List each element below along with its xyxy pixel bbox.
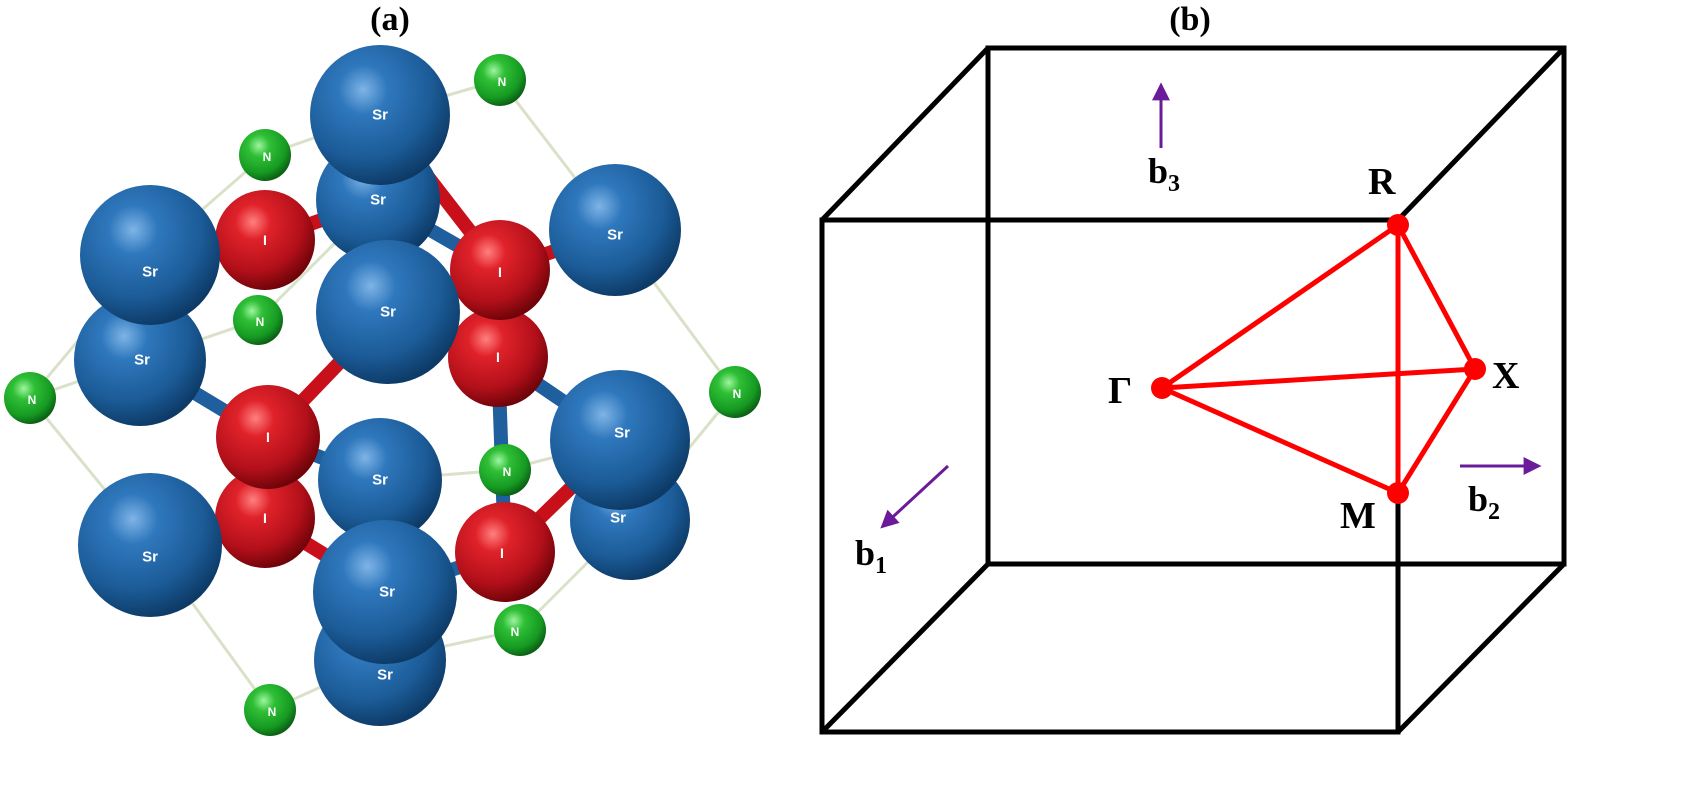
svg-text:N: N — [263, 150, 272, 164]
atom-sr: Sr — [80, 185, 220, 325]
atom-sr: Sr — [550, 370, 690, 510]
svg-text:N: N — [268, 705, 277, 719]
b1-arrow — [880, 464, 950, 529]
svg-text:Sr: Sr — [142, 264, 158, 281]
atom-n: N — [244, 684, 296, 736]
b1-label: b1 — [855, 533, 887, 579]
svg-text:I: I — [263, 232, 267, 248]
svg-text:Sr: Sr — [142, 549, 158, 566]
atom-i: I — [215, 468, 315, 568]
svg-text:Sr: Sr — [379, 584, 395, 601]
atom-n: N — [479, 444, 531, 496]
atom-i: I — [448, 307, 548, 407]
svg-text:N: N — [733, 387, 742, 401]
atom-i: I — [450, 220, 550, 320]
svg-text:Sr: Sr — [607, 227, 623, 244]
svg-text:I: I — [496, 349, 500, 365]
brillouin-zone: Γ R X M b3 b2 b1 — [819, 45, 1567, 735]
svg-text:I: I — [266, 429, 270, 445]
zone-cube — [819, 45, 1567, 735]
x-label: X — [1492, 355, 1519, 397]
atom-sr: Sr — [549, 164, 681, 296]
r-label: R — [1368, 161, 1396, 203]
svg-text:Sr: Sr — [134, 352, 150, 369]
svg-text:I: I — [263, 510, 267, 526]
symmetry-points — [1151, 214, 1486, 504]
svg-text:N: N — [28, 393, 37, 407]
svg-text:N: N — [256, 315, 265, 329]
atom-n: N — [233, 295, 283, 345]
svg-text:N: N — [511, 625, 520, 639]
atom-n: N — [474, 54, 526, 106]
svg-text:Sr: Sr — [380, 304, 396, 321]
svg-text:N: N — [503, 465, 512, 479]
b3-label: b3 — [1148, 151, 1180, 197]
svg-text:I: I — [500, 545, 504, 561]
svg-text:Sr: Sr — [370, 192, 386, 209]
m-label: M — [1340, 495, 1376, 537]
atom-sr: Sr — [310, 45, 450, 185]
panel-b-label: (b) — [1169, 1, 1211, 38]
b2-label: b2 — [1468, 479, 1500, 525]
atom-n: N — [239, 129, 291, 181]
atom-i: I — [216, 385, 320, 489]
high-symmetry-path — [1160, 222, 1478, 496]
svg-text:Sr: Sr — [614, 425, 630, 442]
svg-text:Sr: Sr — [372, 107, 388, 124]
svg-text:N: N — [498, 75, 507, 89]
svg-text:Sr: Sr — [377, 667, 393, 684]
atom-n: N — [494, 604, 546, 656]
atom-sr: Sr — [316, 240, 460, 384]
atom-sr: Sr — [78, 473, 222, 617]
atom-i: I — [455, 502, 555, 602]
atom-sr: Sr — [313, 520, 457, 664]
svg-text:Sr: Sr — [610, 510, 626, 527]
gamma-label: Γ — [1108, 370, 1132, 412]
atom-i: I — [215, 190, 315, 290]
atom-n: N — [709, 366, 761, 418]
reciprocal-vectors — [880, 82, 1542, 529]
atom-n: N — [4, 372, 56, 424]
crystal-structure: Sr Sr Sr Sr Sr I N N — [4, 45, 761, 736]
svg-text:Sr: Sr — [372, 472, 388, 489]
panel-a-label: (a) — [370, 1, 410, 38]
atom-sr: Sr — [318, 418, 442, 542]
atom-sr: Sr — [74, 294, 206, 426]
svg-text:I: I — [498, 264, 502, 280]
